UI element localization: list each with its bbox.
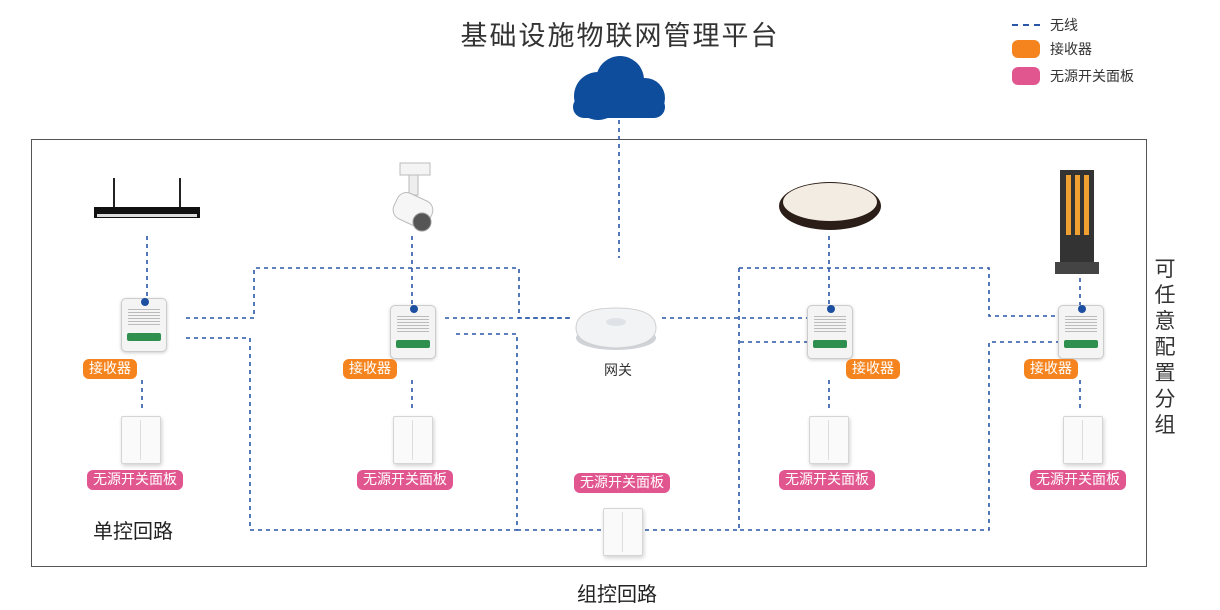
switch-panel-icon [603, 508, 643, 556]
system-frame [31, 139, 1147, 567]
gateway-icon [575, 307, 657, 350]
single-control-caption: 单控回路 [93, 519, 173, 543]
ceiling-light-icon [779, 182, 881, 230]
receiver-tag: 接收器 [1024, 359, 1078, 379]
group-control-caption: 组控回路 [577, 582, 657, 606]
receiver-module-icon [807, 305, 853, 359]
legend-label: 无线 [1050, 18, 1078, 34]
link [186, 333, 518, 531]
receiver-tag: 接收器 [846, 359, 900, 379]
platform-title: 基础设施物联网管理平台 [460, 21, 780, 52]
receiver-module-icon [1058, 305, 1104, 359]
receiver-tag: 接收器 [83, 359, 137, 379]
dashed-line-swatch [1012, 24, 1040, 26]
legend-item-switch-panel: 无源开关面板 [1012, 66, 1134, 86]
link [739, 267, 1060, 317]
cloud-icon [573, 56, 665, 120]
track-spotlight-icon [392, 162, 434, 232]
switch-panel-tag: 无源开关面板 [357, 470, 453, 490]
grouping-note: 可任意配置分组 [1154, 257, 1176, 437]
switch-panel-tag: 无源开关面板 [1030, 470, 1126, 490]
switch-panel-icon [393, 416, 433, 464]
bollard-light-icon [1055, 170, 1099, 274]
receiver-tag: 接收器 [343, 359, 397, 379]
legend-label: 无源开关面板 [1050, 69, 1134, 85]
link [739, 341, 1060, 531]
legend-item-receiver: 接收器 [1012, 39, 1092, 59]
linear-pendant-light-icon [94, 178, 200, 218]
link [186, 267, 570, 319]
legend-label: 接收器 [1050, 42, 1092, 58]
switch-panel-tag: 无源开关面板 [574, 473, 670, 493]
switch-panel-icon [809, 416, 849, 464]
switch-panel-tag: 无源开关面板 [87, 470, 183, 490]
switch-panel-tag: 无源开关面板 [779, 470, 875, 490]
gateway-label: 网关 [604, 363, 632, 379]
receiver-module-icon [121, 298, 167, 352]
receiver-module-icon [390, 305, 436, 359]
orange-swatch [1012, 40, 1040, 58]
switch-panel-icon [1063, 416, 1103, 464]
legend-item-wireless: 无线 [1012, 15, 1078, 35]
pink-swatch [1012, 67, 1040, 85]
link [604, 268, 740, 531]
switch-panel-icon [121, 416, 161, 464]
